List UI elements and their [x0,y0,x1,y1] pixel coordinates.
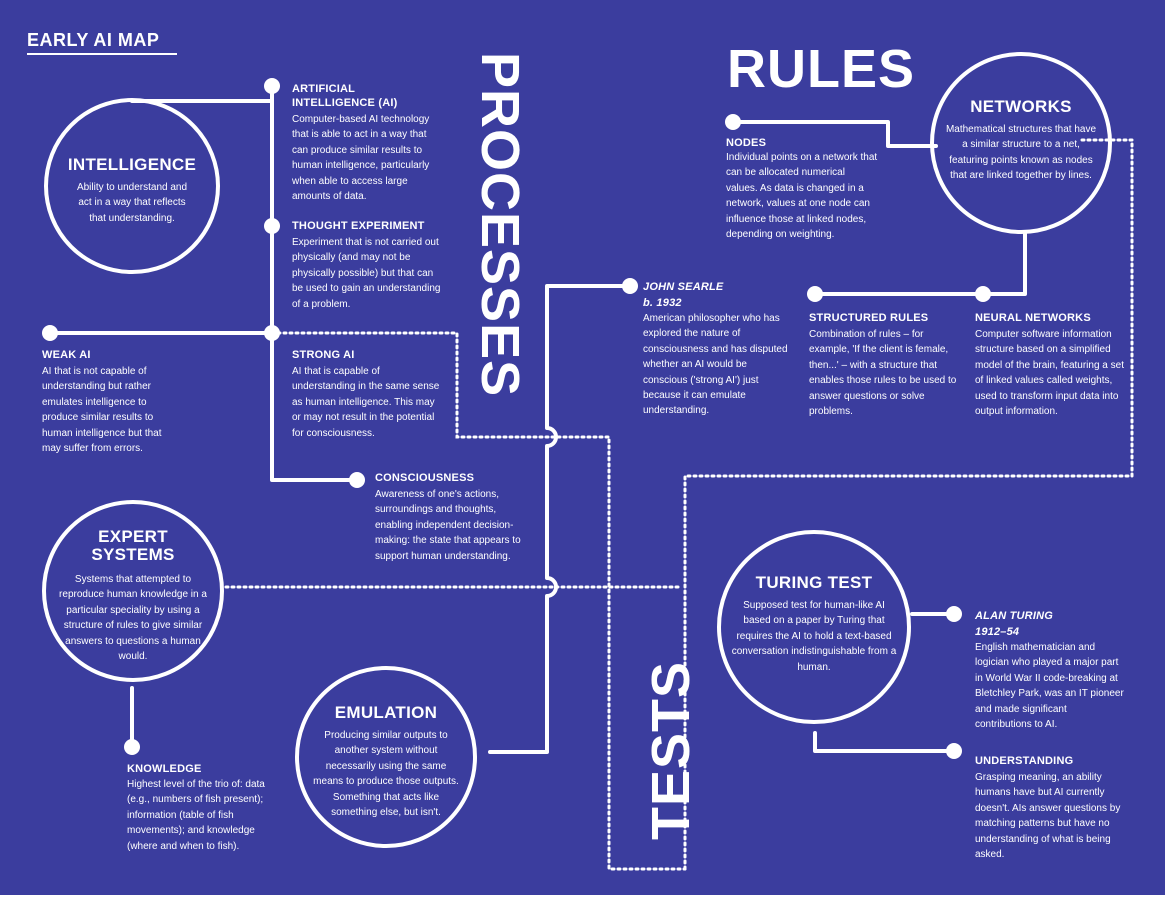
section-rules: RULES [727,39,916,99]
weak-ai-title: WEAK AI [42,349,91,361]
intelligence-desc: Ability to understand and act in a way t… [76,182,188,224]
artificial-intelligence-title: ARTIFICIAL INTELLIGENCE (AI) [292,83,398,109]
alan-turing-desc: English mathematician and logician who p… [975,642,1124,731]
weak-ai-desc: AI that is not capable of understanding … [42,366,162,455]
expert-systems-title: EXPERT SYSTEMS [91,527,175,564]
knowledge-desc: Highest level of the trio of: data (e.g.… [127,779,265,852]
consciousness-title: CONSCIOUSNESS [375,472,475,484]
intelligence-circle: INTELLIGENCE Ability to understand and a… [44,98,220,274]
networks-circle: NETWORKS Mathematical structures that ha… [930,52,1112,234]
john-searle-desc: American philosopher who has explored th… [643,313,788,417]
neural-networks-desc: Computer software information structure … [975,329,1124,418]
networks-title: NETWORKS [970,97,1072,116]
structured-rules-desc: Combination of rules – for example, 'If … [809,329,957,418]
section-tests: TESTS [641,660,701,840]
john-searle-dates: b. 1932 [643,297,682,309]
strong-ai-desc: AI that is capable of understanding in t… [292,366,440,439]
turing-test-title: TURING TEST [755,573,873,592]
knowledge-title: KNOWLEDGE [127,763,202,775]
consciousness-desc: Awareness of one's actions, surroundings… [375,489,521,562]
alan-turing-title: ALAN TURING [975,610,1053,622]
nodes-title: NODES [726,137,767,149]
expert-systems-circle: EXPERT SYSTEMS Systems that attempted to… [42,500,224,682]
artificial-intelligence-desc: Computer-based AI technology that is abl… [292,114,430,203]
expert-systems-desc: Systems that attempted to reproduce huma… [59,574,207,663]
thought-experiment-desc: Experiment that is not carried out physi… [292,237,441,310]
understanding-desc: Grasping meaning, an ability humans have… [975,772,1121,861]
turing-test-desc: Supposed test for human-like AI based on… [731,600,897,673]
map-title: EARLY AI MAP [27,30,160,50]
nodes-desc: Individual points on a network that can … [726,152,878,241]
john-searle-title: JOHN SEARLE [643,281,724,293]
networks-desc: Mathematical structures that have a simi… [945,124,1097,182]
understanding-title: UNDERSTANDING [975,755,1074,767]
emulation-desc: Producing similar outputs to another sys… [313,730,459,819]
turing-test-circle: TURING TEST Supposed test for human-like… [717,530,911,724]
title-underline [27,53,177,55]
alan-turing-dates: 1912–54 [975,626,1020,638]
intelligence-title: INTELLIGENCE [67,155,197,174]
strong-ai-title: STRONG AI [292,349,355,361]
thought-experiment-title: THOUGHT EXPERIMENT [292,220,425,232]
emulation-title: EMULATION [334,703,438,722]
structured-rules-title: STRUCTURED RULES [809,312,929,324]
neural-networks-title: NEURAL NETWORKS [975,312,1091,324]
section-processes: PROCESSES [470,52,530,398]
emulation-circle: EMULATION Producing similar outputs to a… [295,666,477,848]
